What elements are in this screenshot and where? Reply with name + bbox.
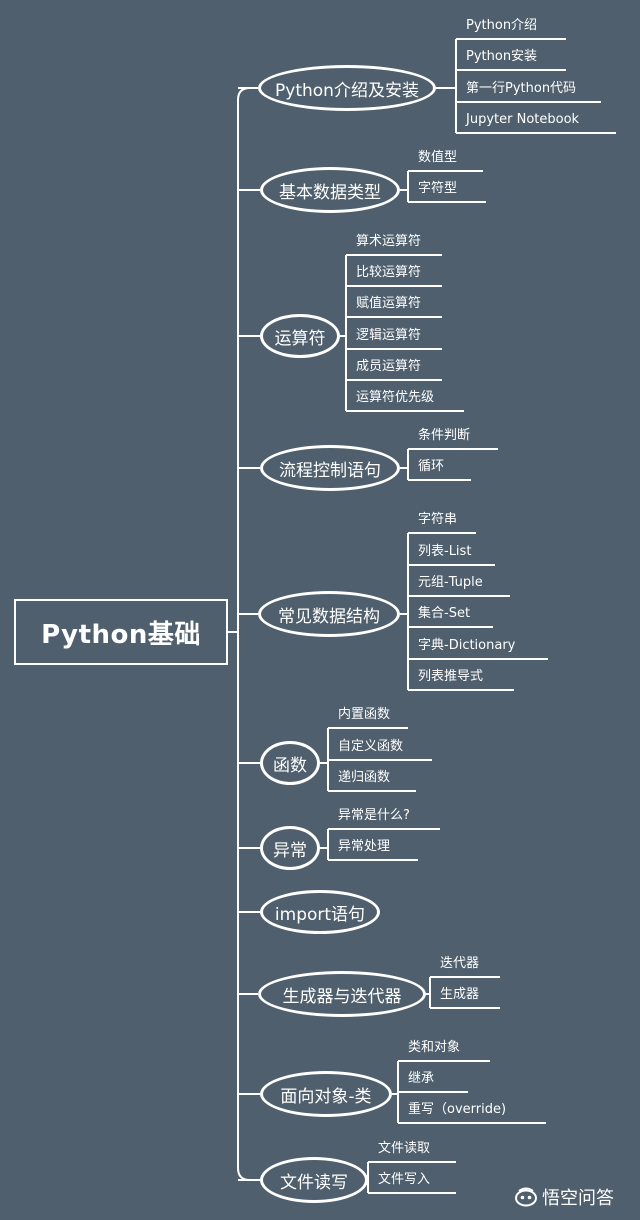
leaf-item: 生成器	[440, 987, 480, 1002]
branch-node: 运算符	[260, 314, 340, 358]
spine-line	[237, 87, 251, 1181]
leaf-item: 条件判断	[418, 428, 471, 443]
leaf-item: 递归函数	[338, 770, 391, 785]
branch-node: Python介绍及安装	[258, 65, 436, 111]
leaf-item: 元组-Tuple	[418, 575, 483, 590]
leaf-item: 迭代器	[440, 956, 480, 971]
leaf-item: 赋值运算符	[356, 296, 422, 311]
leaf-item: 列表-List	[418, 544, 472, 559]
branch-node: import语句	[260, 890, 380, 934]
branch-node: 函数	[260, 741, 320, 785]
watermark-text: 悟空问答	[542, 1188, 614, 1209]
branch-node: 流程控制语句	[260, 445, 400, 491]
leaf-item: 重写（override)	[408, 1102, 507, 1117]
leaf-item: 字符串	[418, 512, 458, 527]
leaf-item: 字符型	[418, 181, 458, 196]
leaf-item: 异常处理	[338, 839, 391, 854]
leaf-item: 类和对象	[408, 1040, 461, 1055]
leaf-item: 比较运算符	[356, 265, 422, 280]
leaf-item: Jupyter Notebook	[466, 112, 580, 127]
branch-node: 基本数据类型	[260, 167, 400, 213]
leaf-item: 集合-Set	[418, 606, 471, 621]
leaf-item: Python安装	[466, 49, 538, 64]
root-node: Python基础	[14, 599, 228, 665]
leaf-item: 运算符优先级	[356, 390, 435, 405]
branch-node: 文件读写	[260, 1157, 368, 1203]
leaf-item: 逻辑运算符	[356, 328, 422, 343]
branch-node: 常见数据结构	[258, 591, 400, 637]
leaf-item: 异常是什么?	[338, 808, 410, 823]
leaf-item: 内置函数	[338, 707, 391, 722]
leaf-item: 列表推导式	[418, 669, 484, 684]
leaf-item: Python介绍	[466, 18, 538, 33]
leaf-item: 循环	[418, 459, 445, 474]
leaf-item: 第一行Python代码	[466, 81, 577, 96]
leaf-item: 自定义函数	[338, 739, 404, 754]
leaf-item: 算术运算符	[356, 234, 422, 249]
leaf-item: 字典-Dictionary	[418, 638, 516, 653]
branch-node: 生成器与迭代器	[258, 971, 426, 1017]
branch-node: 异常	[260, 826, 320, 870]
leaf-item: 文件读取	[378, 1141, 431, 1156]
leaf-item: 数值型	[418, 150, 458, 165]
watermark: 悟空问答	[514, 1183, 614, 1211]
leaf-item: 继承	[408, 1071, 435, 1086]
branch-node: 面向对象-类	[260, 1071, 392, 1117]
wukong-logo-icon	[514, 1187, 538, 1207]
leaf-item: 文件写入	[378, 1172, 431, 1187]
leaf-item: 成员运算符	[356, 359, 422, 374]
